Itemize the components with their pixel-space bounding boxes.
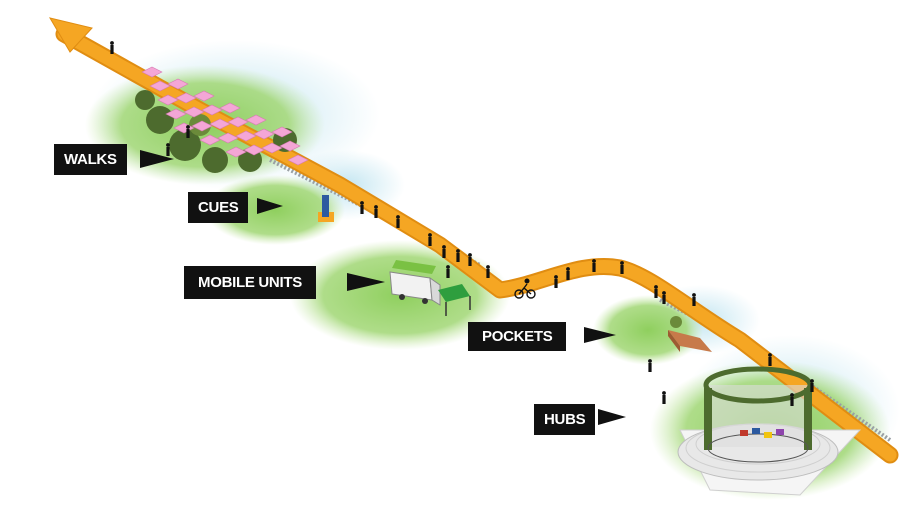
pedestrians-icon [110, 41, 814, 406]
cyclist-icon [514, 278, 536, 299]
pocket-deck-icon [668, 316, 712, 352]
label-hubs: HUBS [534, 404, 596, 435]
label-mobile-units: MOBILE UNITS [184, 266, 316, 299]
label-walks: WALKS [54, 144, 127, 175]
label-walks-pointer [140, 150, 174, 168]
cues-signpost-icon [318, 195, 334, 222]
label-hubs-pointer [598, 409, 626, 425]
arrow-head-icon [48, 17, 93, 53]
label-cues-pointer [257, 198, 283, 214]
orange-path [55, 25, 899, 464]
label-cues: CUES [188, 192, 249, 223]
label-pockets: POCKETS [468, 322, 567, 351]
label-mobile-units-pointer [347, 273, 385, 291]
pink-umbrellas-icon [141, 66, 309, 166]
mobile-unit-truck-icon [389, 260, 441, 306]
market-stall-icon [438, 284, 471, 316]
label-pockets-pointer [584, 327, 616, 343]
